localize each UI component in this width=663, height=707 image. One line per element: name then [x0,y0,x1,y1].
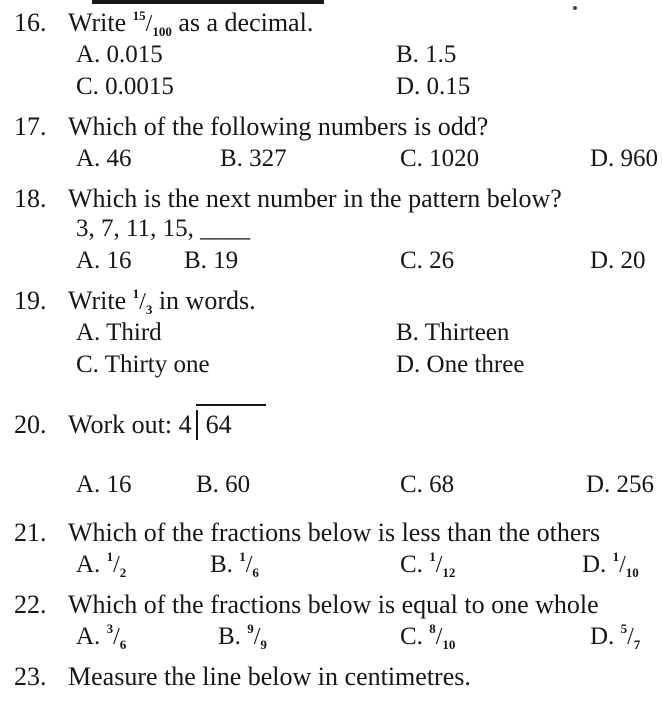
option-d[interactable]: D. One three [396,351,525,378]
option-b[interactable]: B. 1/6 [210,549,259,580]
long-division-bracket: 64 [195,404,266,440]
option-d[interactable]: D. 1/10 [582,549,639,580]
question-text: Write 15/100 as a decimal. [68,8,314,39]
option-c[interactable]: C. 8/10 [400,621,456,652]
fraction-denominator: 3 [145,302,153,317]
option-b[interactable]: B. 9/9 [218,621,267,652]
question-number: 17. [14,112,47,141]
question-text: Which of the following numbers is odd? [68,112,489,141]
answer-options: A. 3/6 B. 9/9 C. 8/10 D. 5/7 [76,622,663,686]
question-text: Which of the fractions below is less tha… [68,518,601,547]
option-d[interactable]: D. 960 [590,145,659,172]
option-a[interactable]: A. Third [76,319,162,346]
question-number: 22. [14,590,47,619]
question-text: Measure the line below in centimetres. [68,662,471,691]
fraction-numerator: 1 [132,286,140,301]
option-a[interactable]: A. 0.015 [76,41,163,68]
question-number: 18. [14,184,47,213]
option-a[interactable]: A. 3/6 [76,621,127,652]
question-number: 21. [14,518,47,547]
question-number: 20. [14,410,47,439]
option-b[interactable]: B. 1.5 [396,41,457,68]
dividend: 64 [205,410,232,439]
option-a[interactable]: A. 1/2 [76,549,127,580]
answer-options: 3, 7, 11, 15, ____ A. 16 B. 19 C. 26 D. … [76,214,663,278]
option-c[interactable]: C. Thirty one [76,351,210,378]
option-b[interactable]: B. 327 [220,145,287,172]
option-b[interactable]: B. 19 [184,247,239,274]
question-text: Which of the fractions below is equal to… [68,590,599,619]
answer-options: A. 46 B. 327 C. 1020 D. 960 [76,144,663,208]
question-number: 23. [14,662,47,691]
option-c[interactable]: C. 1/12 [400,549,456,580]
question-text: Write 1/3 in words. [68,286,256,317]
answer-options: A. Third B. Thirteen C. Thirty one D. On… [76,318,663,382]
stray-mark [573,6,577,10]
answer-options: A. 1/2 B. 1/6 C. 1/12 D. 1/10 [76,550,663,614]
option-a[interactable]: A. 16 [76,247,132,274]
question-number: 16. [14,8,47,37]
option-d[interactable]: D. 5/7 [590,621,641,652]
fraction-denominator: 100 [152,24,172,39]
answer-options: A. 16 B. 60 C. 68 D. 256 [76,470,663,534]
option-b[interactable]: B. Thirteen [396,319,510,346]
option-c[interactable]: C. 68 [400,471,455,498]
option-a[interactable]: A. 46 [76,145,132,172]
option-a[interactable]: A. 16 [76,471,132,498]
option-d[interactable]: D. 0.15 [396,73,471,100]
option-c[interactable]: C. 1020 [400,145,480,172]
question-number: 19. [14,286,47,315]
fraction-numerator: 15 [132,8,146,23]
option-b[interactable]: B. 60 [196,471,251,498]
option-c[interactable]: C. 0.0015 [76,73,174,100]
top-rule [92,0,324,4]
option-d[interactable]: D. 256 [586,471,655,498]
question-text: Which is the next number in the pattern … [68,184,562,213]
option-d[interactable]: D. 20 [590,247,646,274]
number-pattern: 3, 7, 11, 15, ____ [76,215,251,242]
answer-options: A. 0.015 B. 1.5 C. 0.0015 D. 0.15 [76,40,663,104]
option-c[interactable]: C. 26 [400,247,455,274]
